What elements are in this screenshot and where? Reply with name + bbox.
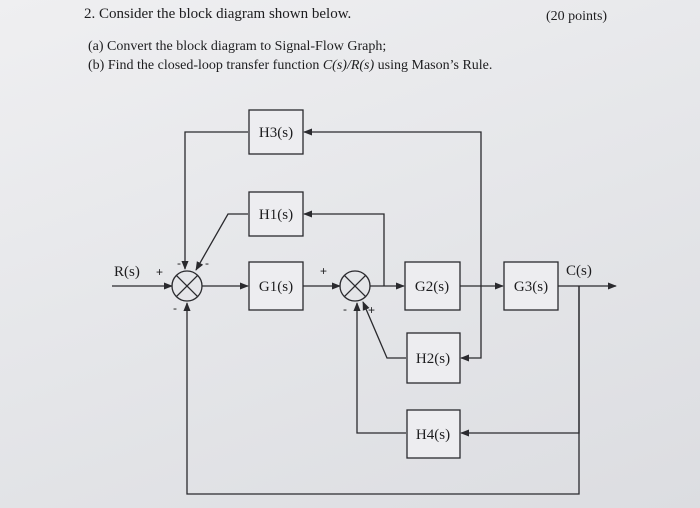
- sign-sum1-input: +: [156, 265, 163, 279]
- wire-h2-feedback: [460, 286, 482, 362]
- part-b-text: (b) Find the closed-loop transfer functi…: [88, 58, 492, 74]
- block-h4: H4(s): [406, 409, 461, 459]
- wire-h3-feedback: [303, 128, 482, 286]
- part-b-expression: C(s)/R(s): [322, 58, 375, 73]
- input-label: R(s): [114, 264, 140, 280]
- wire-h1-feedback: [303, 210, 385, 286]
- points-label: (20 points): [546, 9, 608, 24]
- block-h1: H1(s): [248, 191, 304, 237]
- sign-sum2-bottom-a: -: [343, 302, 347, 316]
- sign-sum2-bottom-b: +: [368, 303, 375, 317]
- block-g1-label: G1(s): [259, 279, 293, 295]
- block-g2-label: G2(s): [415, 279, 449, 295]
- wire-h2-to-sum2: [362, 301, 406, 359]
- part-a-text: (a) Convert the block diagram to Signal-…: [88, 39, 387, 54]
- block-g1: G1(s): [248, 261, 304, 311]
- block-h3-label: H3(s): [259, 125, 293, 141]
- block-h2: H2(s): [406, 332, 461, 384]
- sign-sum1-top-a: -: [177, 256, 181, 270]
- part-b-prefix: (b) Find the closed-loop transfer functi…: [88, 58, 323, 73]
- summing-junction-1: [171, 270, 203, 302]
- wire-h4-to-sum2: [353, 302, 406, 434]
- output-label: C(s): [566, 263, 592, 279]
- part-b-suffix: using Mason’s Rule.: [374, 58, 493, 73]
- block-h2-label: H2(s): [416, 351, 450, 367]
- block-g2: G2(s): [404, 261, 461, 311]
- wire-h3-to-sum1: [181, 131, 248, 270]
- block-h3: H3(s): [248, 109, 304, 155]
- block-g3-label: G3(s): [514, 279, 548, 295]
- sign-sum2-input: +: [320, 264, 327, 278]
- block-h4-label: H4(s): [416, 427, 450, 443]
- sign-sum1-bottom: -: [173, 301, 177, 315]
- summing-junction-2: [339, 270, 371, 302]
- sign-sum1-top-b: -: [205, 256, 209, 270]
- block-g3: G3(s): [503, 261, 559, 311]
- wire-h1-to-sum1: [195, 213, 248, 271]
- block-h1-label: H1(s): [259, 207, 293, 223]
- wire-unity-feedback: [183, 286, 580, 495]
- question-header: 2. Consider the block diagram shown belo…: [84, 6, 352, 22]
